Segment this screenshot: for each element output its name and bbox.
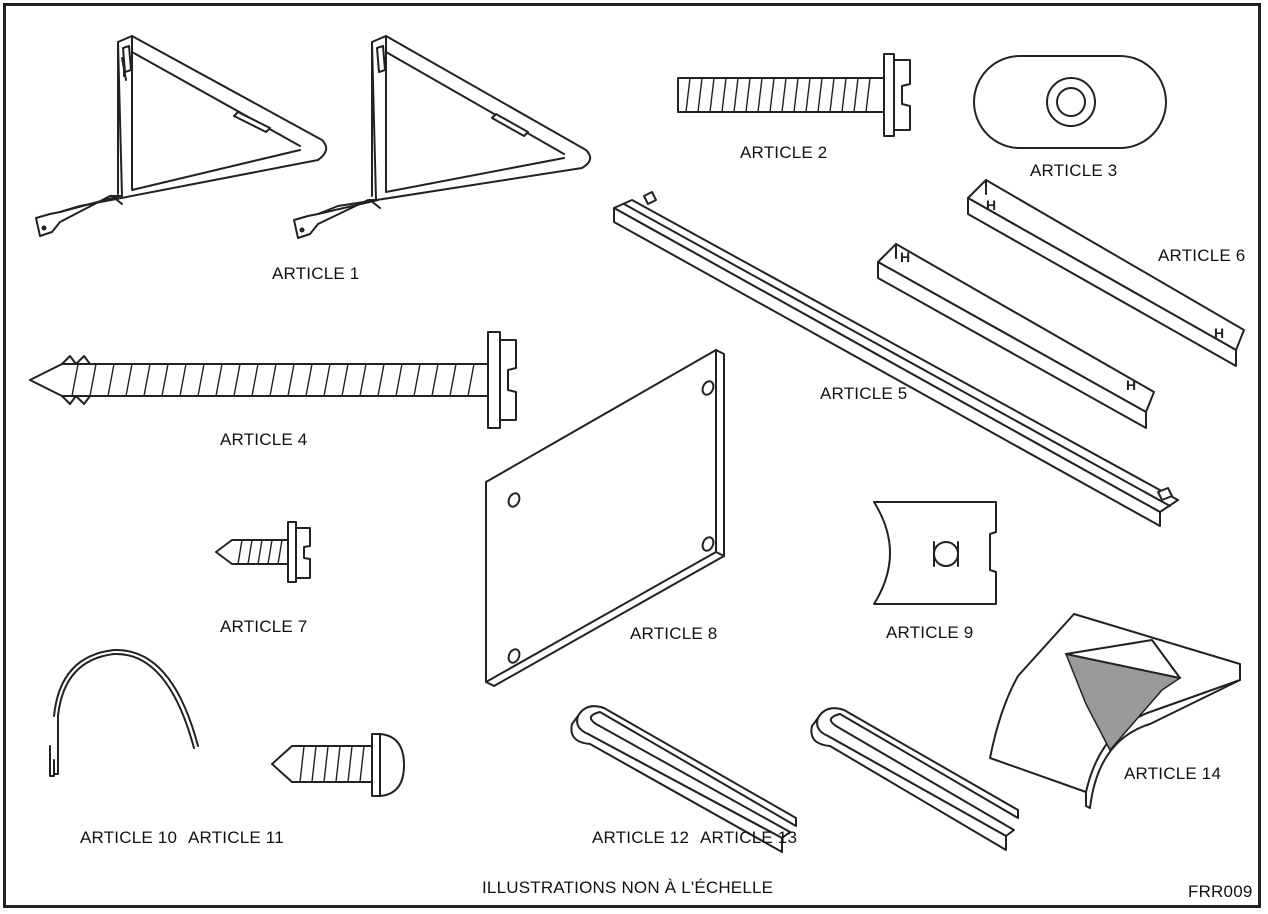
article-8-plate (485, 349, 725, 687)
article-7-screw (215, 521, 311, 583)
article-2-bolt (677, 53, 911, 137)
article-9-clip (873, 501, 997, 605)
article-5-rail (613, 191, 1179, 527)
scale-note: ILLUSTRATIONS NON À L'ÉCHELLE (482, 878, 774, 897)
label-article-5: ARTICLE 5 (820, 384, 908, 403)
article-1-bracket-left (35, 35, 328, 237)
label-article-1: ARTICLE 1 (272, 264, 360, 283)
label-article-2: ARTICLE 2 (740, 143, 828, 162)
article-4-lag-screw (29, 331, 517, 429)
svg-text:H: H (1214, 325, 1224, 341)
label-article-9: ARTICLE 9 (886, 623, 974, 642)
label-article-6: ARTICLE 6 (1158, 246, 1246, 265)
label-article-13: ARTICLE 13 (700, 828, 798, 847)
article-6-angle-rail-back: H H (967, 179, 1245, 367)
article-12-u-clip (570, 705, 797, 853)
label-article-11: ARTICLE 11 (188, 828, 284, 847)
svg-text:H: H (900, 249, 910, 265)
article-14-pad (989, 613, 1241, 809)
article-11-screw (271, 733, 405, 797)
svg-text:H: H (986, 197, 996, 213)
article-1-bracket-right (293, 35, 592, 239)
label-article-8: ARTICLE 8 (630, 624, 718, 643)
label-article-3: ARTICLE 3 (1030, 161, 1118, 180)
label-article-7: ARTICLE 7 (220, 617, 308, 636)
article-13-u-clip (810, 707, 1019, 851)
svg-text:H: H (1126, 377, 1136, 393)
article-3-washer (973, 55, 1167, 149)
label-article-14: ARTICLE 14 (1124, 764, 1222, 783)
label-article-12: ARTICLE 12 (592, 828, 690, 847)
article-10-hook (49, 648, 199, 777)
label-article-10: ARTICLE 10 (80, 828, 178, 847)
label-article-4: ARTICLE 4 (220, 430, 308, 449)
article-6-angle-rail-front: H H (877, 243, 1155, 429)
figure-code: FRR009 (1188, 882, 1253, 901)
